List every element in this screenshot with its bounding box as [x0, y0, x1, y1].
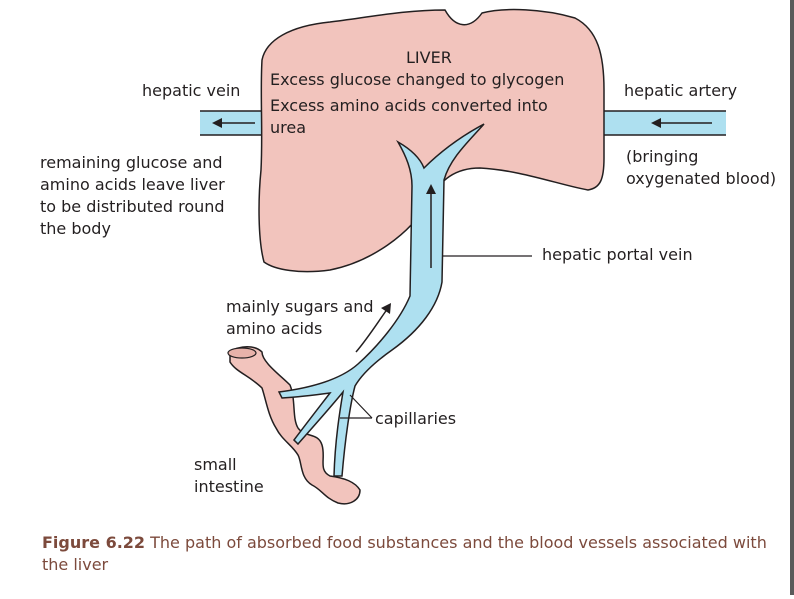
remaining-label-line3: to be distributed round: [40, 197, 225, 216]
liver-text-line1: Excess glucose changed to glycogen: [270, 70, 565, 89]
capillaries-label: capillaries: [375, 409, 457, 428]
liver-shape: [258, 8, 605, 273]
bringing-label-line2: oxygenated blood): [626, 169, 777, 188]
small-intestine-label-line2: intestine: [194, 477, 264, 496]
figure-number: Figure 6.22: [42, 533, 146, 552]
figure-caption: Figure 6.22 The path of absorbed food su…: [42, 532, 782, 576]
bringing-label-line1: (bringing: [626, 147, 699, 166]
remaining-label-line4: the body: [40, 219, 111, 238]
hepatic-artery-label: hepatic artery: [624, 81, 738, 100]
liver-text-line3: urea: [270, 118, 307, 137]
page-edge: [790, 0, 794, 595]
liver-text-line2: Excess amino acids converted into: [270, 96, 548, 115]
small-intestine-shape: [229, 346, 361, 505]
sugars-label-line2: amino acids: [226, 319, 323, 338]
liver-title: LIVER: [406, 48, 452, 67]
hepatic-portal-vein-label: hepatic portal vein: [542, 245, 693, 264]
remaining-label-line1: remaining glucose and: [40, 153, 223, 172]
flow-arrows: [212, 118, 712, 353]
remaining-label-line2: amino acids leave liver: [40, 175, 225, 194]
leader-lines: [340, 255, 532, 419]
sugars-label-line1: mainly sugars and: [226, 297, 374, 316]
figure-caption-text: The path of absorbed food substances and…: [42, 533, 767, 574]
hepatic-portal-vein: [277, 123, 485, 477]
small-intestine-label-line1: small: [194, 455, 237, 474]
hepatic-vein-label: hepatic vein: [142, 81, 241, 100]
